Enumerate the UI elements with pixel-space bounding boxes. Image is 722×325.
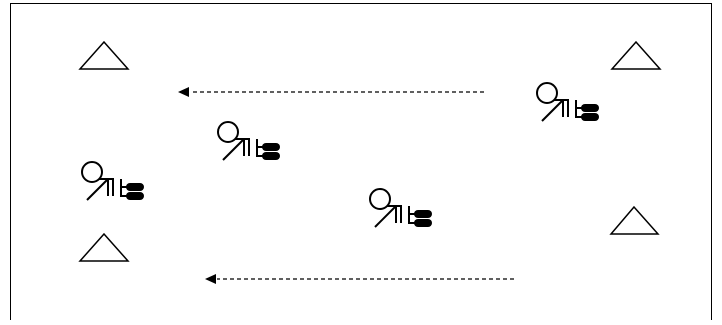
dashed-arrow-left-icon: [178, 87, 484, 97]
player-icon: [81, 161, 145, 201]
cone-icon: [78, 232, 130, 262]
player-icon: [217, 121, 281, 161]
player-icon: [536, 82, 600, 122]
cone-icon: [610, 40, 662, 70]
diagram-frame: [10, 3, 712, 324]
player-icon: [369, 188, 433, 228]
cone-icon: [609, 205, 660, 235]
cone-icon: [78, 40, 130, 70]
dashed-arrow-left-icon: [205, 274, 514, 284]
